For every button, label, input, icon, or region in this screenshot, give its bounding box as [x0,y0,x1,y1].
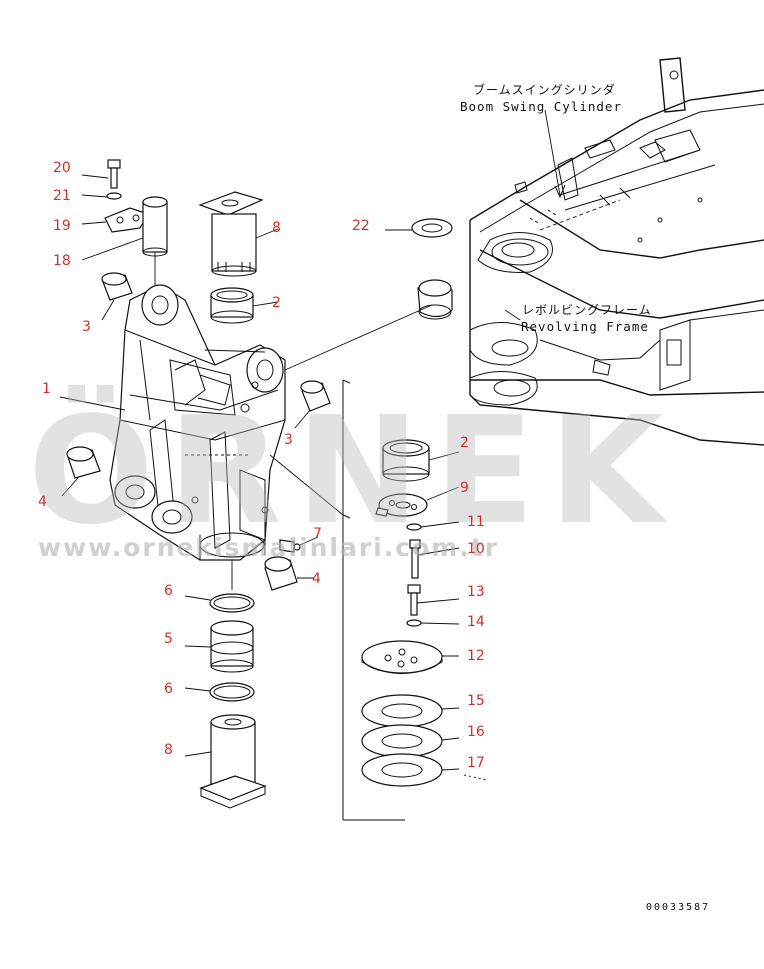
en-frame-label: Revolving Frame [521,319,649,334]
part-15-shim [361,694,443,728]
callout-10: 10 [467,541,485,557]
callout-21: 21 [53,188,71,204]
part-3-bushing-b [300,380,331,412]
document-number: 00033587 [646,902,710,913]
callout-1: 1 [42,381,51,397]
leader-lines [59,174,488,781]
part-17-shim [361,753,443,787]
frame-bushing [417,279,453,320]
part-5-bushing [210,620,254,673]
callout-4-left: 4 [38,494,47,510]
callout-19: 19 [53,218,71,234]
callout-12: 12 [467,648,485,664]
callout-3-right: 3 [284,432,293,448]
callout-22: 22 [352,218,370,234]
callout-6-top: 6 [164,583,173,599]
part-3-bushing-a [101,272,133,301]
connection-line-a [284,304,433,371]
part-7-fitting [279,539,301,553]
callout-14: 14 [467,614,485,630]
callout-20: 20 [53,160,71,176]
part-19-plate [104,207,149,233]
cylinder-leader [544,109,561,196]
callout-2-right: 2 [460,435,469,451]
part-8-pin-bottom [199,714,267,809]
part-13-bolt [407,584,421,616]
connection-line-b [269,454,344,516]
assembly-bracket-line [342,379,405,821]
watermark-brand: ÖRNEK [28,384,677,557]
callout-9: 9 [460,480,469,496]
part-21-washer [106,192,122,200]
callout-8-top: 8 [272,220,281,236]
callout-17: 17 [467,755,485,771]
callout-16: 16 [467,724,485,740]
part-6-ring-b [209,682,255,702]
part-20-bolt [107,159,121,189]
part-12-plate [361,640,443,674]
callout-2-top: 2 [272,295,281,311]
callout-7: 7 [313,526,322,542]
part-9-plate [375,493,428,517]
part-8-pin-top [198,191,264,277]
callout-18: 18 [53,253,71,269]
part-16-shim [361,724,443,758]
en-cylinder-label: Boom Swing Cylinder [460,99,622,114]
part-6-ring-a [209,593,255,613]
part-4-bushing-b [264,556,298,591]
part-10-bolt [409,539,421,579]
callout-4-bottom: 4 [312,571,321,587]
callout-11: 11 [467,514,485,530]
watermark-url: www.ornekismalinlari.com.tr [38,533,499,562]
part-4-bushing-a [66,446,101,479]
callout-15: 15 [467,693,485,709]
part-2-bushing-a [210,287,254,324]
callout-6-bottom: 6 [164,681,173,697]
callout-5: 5 [164,631,173,647]
callout-8-bottom: 8 [164,742,173,758]
callout-13: 13 [467,584,485,600]
part-14-washer [406,619,422,627]
jp-cylinder-label: ブームスイングシリンダ [473,82,616,97]
revolving-frame-drawing [469,57,764,446]
part-22-washer [411,218,453,238]
swing-bracket-drawing [109,284,286,561]
jp-frame-label: レボルビングフレーム [522,303,652,317]
part-18-pin [142,196,168,257]
part-2-bushing-b [382,439,430,482]
callout-3-left: 3 [82,319,91,335]
